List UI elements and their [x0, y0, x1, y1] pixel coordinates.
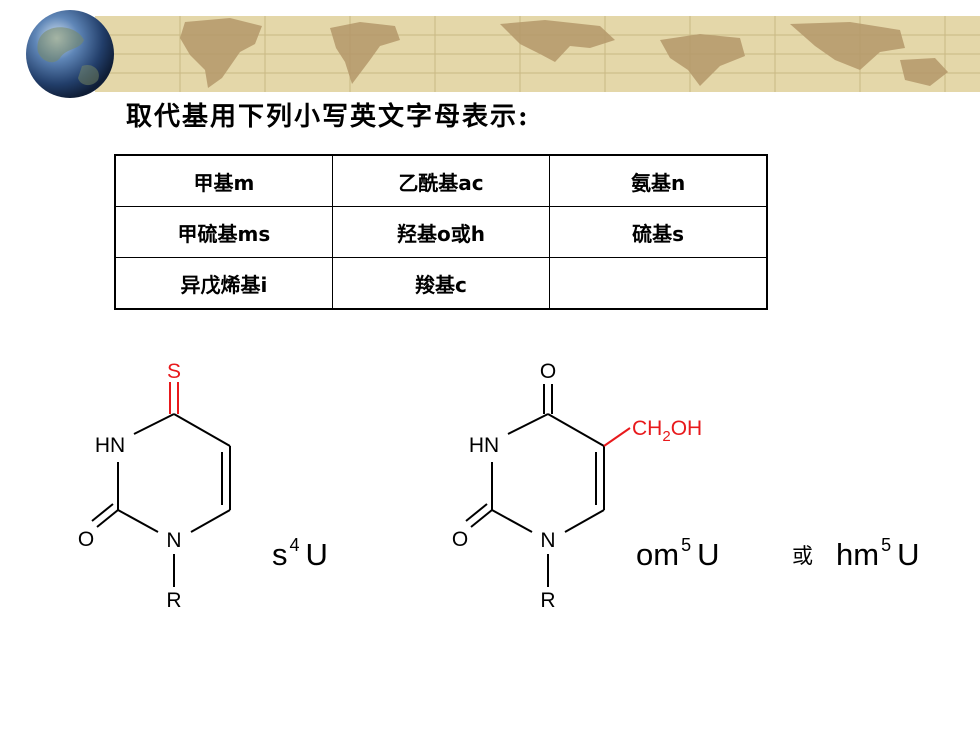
table-row: 甲基m 乙酰基ac 氨基n	[114, 154, 768, 207]
atom-carbonyl-oxygen: O	[540, 360, 556, 383]
map-continents	[180, 18, 948, 88]
page-title: 取代基用下列小写英文字母表示:	[126, 102, 530, 132]
structure-s4u	[91, 382, 231, 587]
table-cell	[549, 257, 768, 310]
table-cell: 甲硫基ms	[114, 206, 333, 258]
table-cell: 乙酰基ac	[331, 154, 551, 207]
table-cell: 羧基c	[331, 257, 551, 310]
atom-oxygen: O	[78, 528, 94, 551]
table-cell: 甲基m	[114, 154, 333, 207]
atom-hn: HN	[469, 434, 499, 457]
table-row: 异戊烯基i 羧基c	[114, 257, 768, 310]
table-cell: 氨基n	[549, 154, 768, 207]
substituent-table: 甲基m 乙酰基ac 氨基n 甲硫基ms 羟基o或h 硫基s 异戊烯基i 羧基c	[114, 154, 768, 310]
table-cell: 硫基s	[549, 206, 768, 258]
atom-r: R	[540, 589, 555, 612]
atom-r: R	[166, 589, 181, 612]
atom-nitrogen: N	[540, 529, 555, 552]
structure-om5u	[465, 384, 631, 587]
table-cell: 异戊烯基i	[114, 257, 333, 310]
title-banner	[26, 10, 980, 98]
atom-nitrogen: N	[166, 529, 181, 552]
table-row: 甲硫基ms 羟基o或h 硫基s	[114, 206, 768, 258]
atom-oxygen: O	[452, 528, 468, 551]
substituent-ch2oh: CH2OH	[632, 417, 702, 445]
table-cell: 羟基o或h	[331, 206, 551, 258]
or-text: 或	[792, 544, 813, 568]
atom-hn: HN	[95, 434, 125, 457]
atom-sulfur: S	[167, 360, 181, 383]
